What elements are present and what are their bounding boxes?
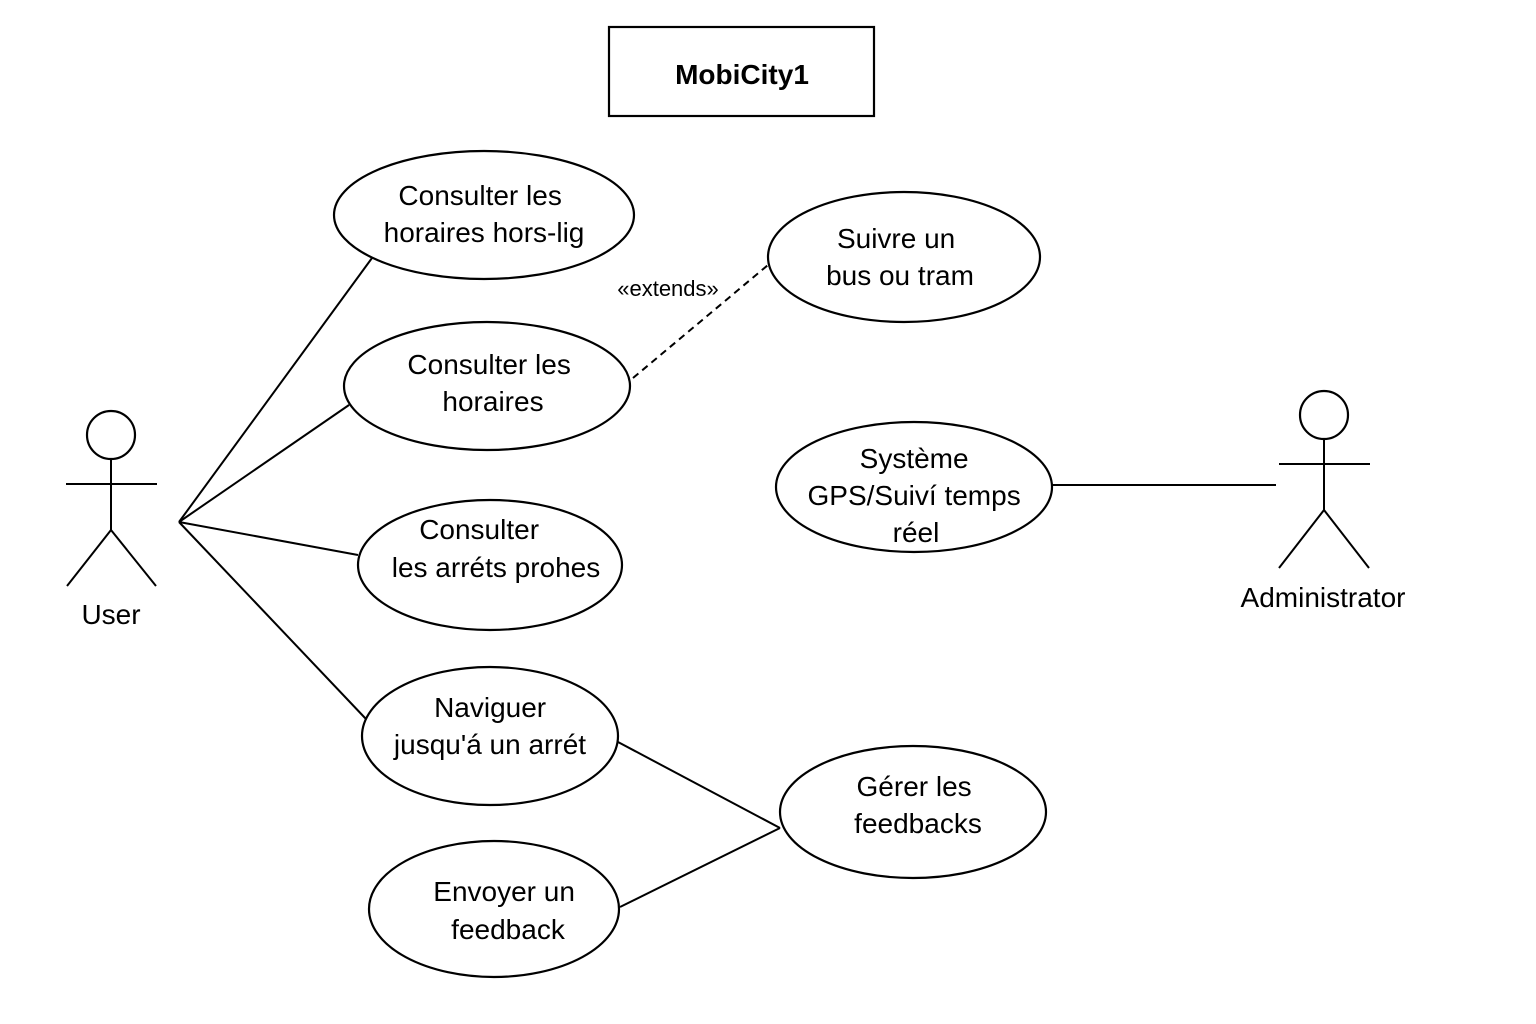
use-case-gps-line-2: GPS/Suiví temps (808, 480, 1021, 511)
actor-user-head (85, 409, 137, 461)
use-case-send-feedback: Envoyer un feedback (367, 839, 621, 979)
use-case-follow-line-2: bus ou tram (826, 260, 974, 291)
actor-user: User (66, 409, 157, 630)
actor-admin-label: Administrator (1241, 582, 1406, 613)
actor-administrator: Administrator (1241, 389, 1406, 613)
use-case-gps-tracking: Système GPS/Suiví temps réel (774, 420, 1054, 554)
use-case-send-feedback-line-2: feedback (451, 914, 566, 945)
use-case-stops-line-2: les arréts prohes (392, 552, 601, 583)
use-case-offline-line-2: horaires hors-lig (384, 217, 585, 248)
actor-admin-head (1298, 389, 1350, 441)
use-case-manage-feedback-line-1: Gérer les (857, 771, 972, 802)
system-title: MobiCity1 (675, 59, 809, 90)
extends-relation (632, 264, 769, 379)
use-case-follow-line-1: Suivre un (837, 223, 955, 254)
svg-text:Suivre un bus ou tram: Suivre un bus ou tram (826, 223, 974, 291)
use-case-schedules: Consulter les horaires (342, 320, 632, 452)
use-case-navigate-line-2: jusqu'á un arrét (393, 729, 586, 760)
use-case-stops-line-1: Consulter (419, 514, 539, 545)
svg-text:Envoyer un feedback: Envoyer un feedback (433, 876, 582, 945)
use-case-schedules-line-1: Consulter les (407, 349, 570, 380)
extends-label: «extends» (617, 276, 719, 301)
svg-text:Consulter les arréts pro: Consulter les arréts prohes (392, 514, 601, 583)
association-user-offline (178, 257, 373, 523)
svg-text:Gérer les feedbacks: Gérer les feedbacks (854, 771, 982, 839)
association-navigate-manage-feedback (617, 741, 781, 829)
system-title-box: MobiCity1 (607, 25, 876, 118)
svg-text:Système GPS/Suiví temps: Système GPS/Suiví temps réel (808, 443, 1029, 548)
association-send-feedback-manage-feedback (619, 827, 781, 908)
actor-user-label: User (81, 599, 140, 630)
svg-text:Consulter les horaires: Consulter les horaires (407, 349, 578, 417)
use-case-gps-line-3: réel (893, 517, 940, 548)
use-case-navigate-line-1: Naviguer (434, 692, 546, 723)
association-user-schedules (178, 404, 350, 523)
use-case-schedules-line-2: horaires (442, 386, 543, 417)
use-case-offline-schedules: Consulter les horaires hors-lig (332, 149, 636, 281)
svg-text:Consulter les horaires h: Consulter les horaires hors-lig (384, 180, 585, 248)
use-case-gps-line-1: Système (860, 443, 969, 474)
use-case-manage-feedback-line-2: feedbacks (854, 808, 982, 839)
use-case-follow-vehicle: Suivre un bus ou tram (766, 190, 1042, 324)
association-user-stops (178, 521, 359, 556)
use-case-nearby-stops: Consulter les arréts prohes (356, 498, 624, 632)
use-case-manage-feedbacks: Gérer les feedbacks (778, 744, 1048, 880)
use-case-send-feedback-line-1: Envoyer un (433, 876, 575, 907)
svg-text:Naviguer jusqu'á un arré: Naviguer jusqu'á un arrét (393, 692, 586, 760)
use-case-navigate: Naviguer jusqu'á un arrét (360, 665, 620, 807)
use-case-offline-line-1: Consulter les (398, 180, 561, 211)
association-user-navigate (178, 521, 367, 720)
